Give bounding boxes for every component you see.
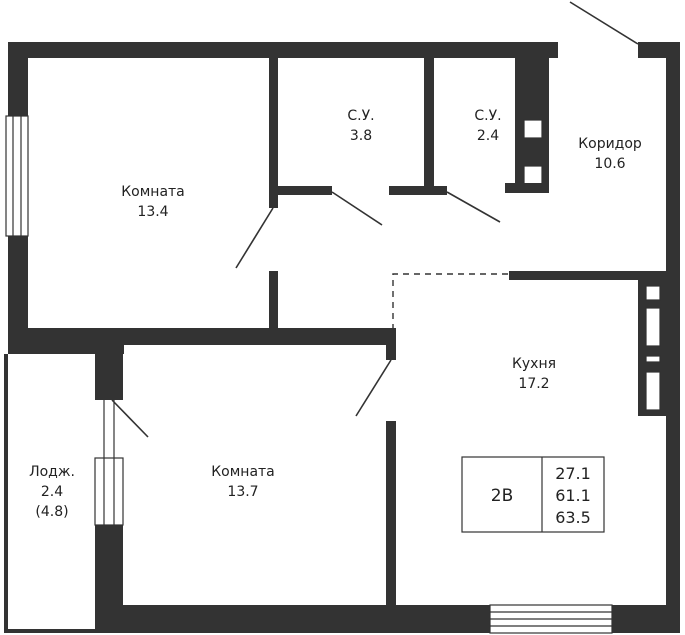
door-bath-2	[446, 191, 501, 223]
room-area: 13.7	[227, 484, 258, 500]
wall-right	[666, 42, 680, 633]
room-name: С.У.	[347, 108, 374, 124]
wall-bottom-right	[612, 605, 680, 633]
room-labels: Комната 13.4 С.У. 3.8 С.У. 2.4 Коридор 1…	[29, 108, 642, 520]
wall-shaft-foot	[505, 183, 549, 193]
total-area-with-loggia: 63.5	[555, 508, 591, 527]
vent-cell-2	[645, 307, 661, 347]
shaft-cell-2	[523, 165, 543, 185]
doors	[111, 1, 639, 438]
wall-top	[8, 42, 558, 58]
vent-cell-3	[645, 355, 661, 363]
wall-bath1-bottom	[278, 186, 332, 195]
windows	[5, 115, 613, 634]
room-name: Коридор	[578, 136, 642, 152]
vent-cell-4	[645, 371, 661, 411]
wall-bath2-bottom	[389, 186, 447, 195]
wall-loggia-pier	[95, 340, 123, 400]
wall-room-divider	[122, 328, 392, 345]
wall-left-upper	[8, 42, 28, 116]
room-area: 10.6	[594, 156, 625, 172]
door-room-2	[355, 359, 392, 417]
loggia-edge-left	[4, 354, 8, 633]
walls	[4, 42, 680, 633]
room-area: 3.8	[350, 128, 372, 144]
living-area: 27.1	[555, 464, 591, 483]
room-area: 13.4	[137, 204, 168, 220]
wall-kitchen-left-upper	[386, 328, 396, 360]
door-bath-1	[331, 191, 383, 226]
shaft-cell-1	[523, 119, 543, 139]
window-room-1	[5, 115, 29, 237]
wall-partition-2	[424, 58, 434, 195]
door-room-1	[235, 207, 274, 269]
room-name: С.У.	[474, 108, 501, 124]
loggia-edge-bottom	[4, 629, 96, 633]
room-name: Кухня	[512, 356, 556, 372]
wall-bottom-left	[95, 605, 490, 633]
wall-kitchen-left-lower	[386, 421, 396, 605]
summary-box: 2В 27.1 61.1 63.5	[461, 456, 605, 533]
kitchen-opening	[392, 273, 509, 330]
window-loggia-door	[94, 457, 124, 526]
vent-cell-1	[645, 285, 661, 301]
apartment-type: 2В	[491, 486, 513, 506]
room-name: Комната	[121, 184, 185, 200]
room-name: Лодж.	[29, 464, 75, 480]
room-area: 2.4	[477, 128, 499, 144]
total-area: 61.1	[555, 486, 591, 505]
door-loggia	[111, 399, 149, 438]
wall-left-middle	[8, 236, 28, 354]
room-area: 2.4	[41, 484, 63, 500]
room-name: Комната	[211, 464, 275, 480]
wall-partition-1-lower	[269, 271, 278, 331]
wall-partition-1	[269, 58, 278, 208]
room-area-full: (4.8)	[35, 504, 68, 520]
room-area: 17.2	[518, 376, 549, 392]
summary-frame	[461, 456, 605, 533]
wall-kitchen-top	[509, 271, 666, 280]
door-entrance	[569, 1, 639, 45]
